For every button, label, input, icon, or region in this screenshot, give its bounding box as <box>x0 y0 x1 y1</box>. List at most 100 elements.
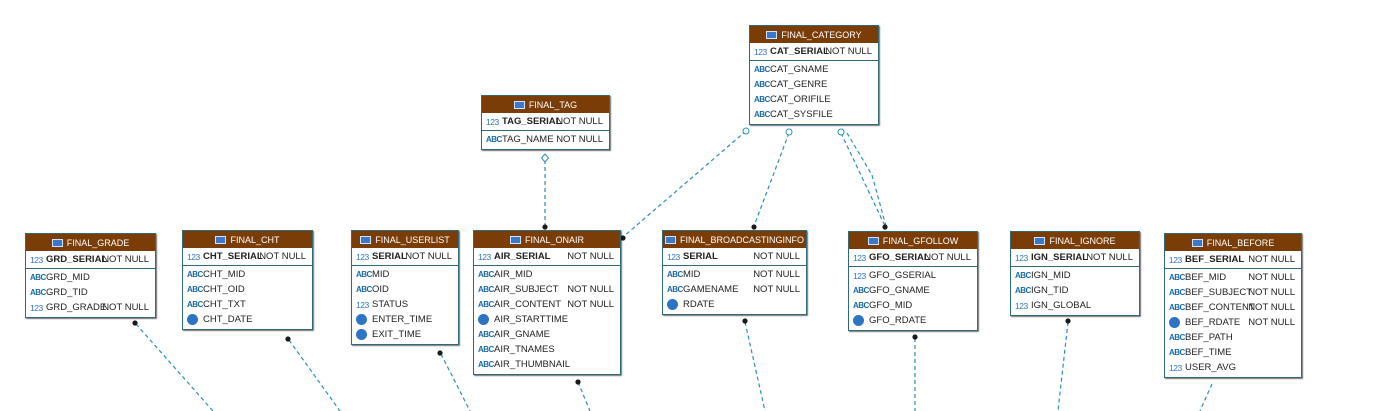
date-type-icon <box>356 329 367 340</box>
column-name: BEF_TIME <box>1185 347 1232 358</box>
text-type-icon: ABC <box>754 80 770 89</box>
table-header[interactable]: FINAL_GRADE <box>26 234 155 251</box>
not-null-constraint: NOT NULL <box>924 252 971 263</box>
table-header[interactable]: FINAL_TAG <box>482 96 609 113</box>
table-header[interactable]: FINAL_CATEGORY <box>750 26 878 43</box>
relationship-line <box>577 381 591 411</box>
table-header[interactable]: FINAL_CHT <box>183 231 312 248</box>
date-type-icon <box>853 315 864 326</box>
column-row[interactable]: GFO_RDATE <box>849 313 977 328</box>
column-row[interactable]: ENTER_TIME <box>352 312 458 327</box>
table-title: FINAL_BROADCASTINGINFO <box>679 234 805 245</box>
column-row[interactable]: AIR_STARTTIME <box>474 312 620 327</box>
text-type-icon: ABC <box>478 330 494 339</box>
column-row[interactable]: CHT_DATE <box>183 312 312 327</box>
column-name: MID <box>683 269 701 280</box>
table-header[interactable]: FINAL_IGNORE <box>1011 232 1139 249</box>
column-row[interactable]: EXIT_TIME <box>352 327 458 342</box>
numeric-type-icon: 123 <box>1169 254 1182 265</box>
table-header[interactable]: FINAL_ONAIR <box>474 231 620 248</box>
table-icon <box>867 236 879 245</box>
column-name: GFO_RDATE <box>869 315 927 326</box>
column-name: OID <box>372 284 389 295</box>
column-name: USER_AVG <box>1185 362 1237 373</box>
numeric-type-icon: 123 <box>853 270 866 281</box>
not-null-constraint: NOT NULL <box>567 299 614 310</box>
table-header[interactable]: FINAL_BROADCASTINGINFO <box>663 231 806 248</box>
table-header[interactable]: FINAL_USERLIST <box>352 231 458 248</box>
column-row[interactable]: RDATE <box>663 297 806 312</box>
not-null-constraint: NOT NULL <box>259 251 306 262</box>
table-title: FINAL_ONAIR <box>524 234 584 245</box>
table-header[interactable]: FINAL_BEFORE <box>1165 234 1301 251</box>
text-type-icon: ABC <box>478 345 494 354</box>
table-header[interactable]: FINAL_GFOLLOW <box>849 232 977 249</box>
numeric-type-icon: 123 <box>754 46 767 57</box>
numeric-type-icon: 123 <box>30 254 43 265</box>
text-type-icon: ABC <box>30 273 46 282</box>
numeric-type-icon: 123 <box>478 251 491 262</box>
